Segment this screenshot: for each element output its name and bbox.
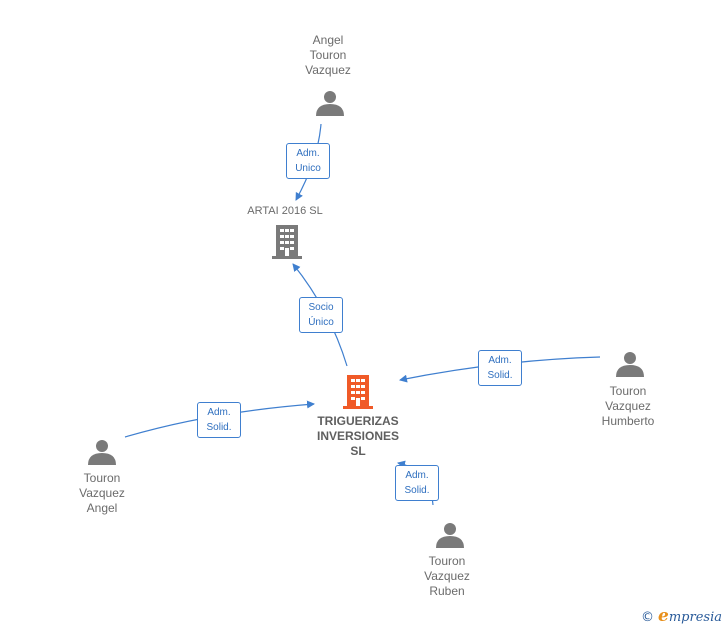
person-icon[interactable] — [88, 440, 116, 465]
edge-label-adm-solid-humberto[interactable]: Adm. Solid. — [478, 350, 522, 386]
node-label-touron-vazquez-ruben[interactable]: Touron Vazquez Ruben — [424, 554, 470, 598]
brand-logo: ©empresia — [641, 606, 722, 626]
node-label-angel-touron-vazquez[interactable]: Angel Touron Vazquez — [305, 33, 351, 77]
person-icon[interactable] — [436, 523, 464, 548]
node-label-triguerizas-inversiones-sl[interactable]: TRIGUERIZAS INVERSIONES SL — [316, 414, 400, 458]
copyright-symbol: © — [641, 610, 655, 625]
node-label-touron-vazquez-angel[interactable]: Touron Vazquez Angel — [79, 471, 125, 515]
building-icon-highlighted[interactable] — [343, 375, 373, 409]
edge-label-adm-unico[interactable]: Adm. Unico — [286, 143, 330, 179]
edge-label-adm-solid-ruben[interactable]: Adm. Solid. — [395, 465, 439, 501]
node-label-touron-vazquez-humberto[interactable]: Touron Vazquez Humberto — [601, 384, 655, 428]
person-icon[interactable] — [316, 91, 344, 116]
edge-label-socio-unico[interactable]: Socio Único — [299, 297, 343, 333]
brand-initial: e — [658, 606, 669, 626]
brand-name: mpresia — [668, 610, 722, 625]
edge-label-adm-solid-angel[interactable]: Adm. Solid. — [197, 402, 241, 438]
person-icon[interactable] — [616, 352, 644, 377]
building-icon[interactable] — [272, 225, 302, 259]
node-label-artai-2016-sl[interactable]: ARTAI 2016 SL — [247, 205, 323, 217]
